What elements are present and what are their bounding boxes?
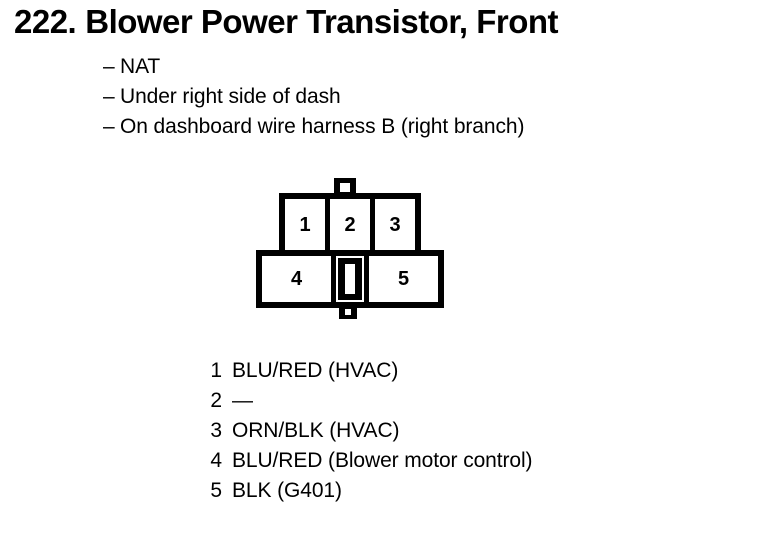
dash-marker: – xyxy=(103,85,115,108)
legend-pin-description: — xyxy=(232,389,253,412)
legend-pin-number: 1 xyxy=(210,359,222,382)
legend-row: 2 — xyxy=(196,386,532,416)
legend-pin-description: BLU/RED (HVAC) xyxy=(232,359,399,382)
connector-diagram: 1 2 3 4 5 xyxy=(250,172,460,322)
legend-row: 1 BLU/RED (HVAC) xyxy=(196,356,532,386)
page-number: 222. xyxy=(14,3,77,40)
connector-bottom-tab-icon xyxy=(339,307,357,319)
legend-pin-description: BLU/RED (Blower motor control) xyxy=(232,449,533,472)
legend-row: 3 ORN/BLK (HVAC) xyxy=(196,416,532,446)
dash-marker: – xyxy=(103,115,115,138)
attribute-list: – NAT – Under right side of dash – On da… xyxy=(103,52,703,142)
page-title: 222.Blower Power Transistor, Front xyxy=(14,2,558,42)
connector-keyway-slot-icon xyxy=(336,256,364,302)
attribute-text: NAT xyxy=(120,55,161,78)
connector-pin-cell-3: 3 xyxy=(375,199,415,251)
legend-pin-description: BLK (G401) xyxy=(232,479,342,502)
legend-pin-number: 2 xyxy=(210,389,222,412)
bottom-tab-hole xyxy=(345,309,351,315)
attribute-row: – NAT xyxy=(103,52,703,82)
legend-pin-number: 4 xyxy=(210,449,222,472)
legend-pin-number: 3 xyxy=(210,419,222,442)
connector-pin-cell-1: 1 xyxy=(285,199,325,251)
connector-pin-cell-2: 2 xyxy=(330,199,370,251)
attribute-row: – On dashboard wire harness B (right bra… xyxy=(103,112,703,142)
attribute-text: Under right side of dash xyxy=(120,85,341,108)
connector-lower-row: 4 5 xyxy=(256,250,444,308)
legend-pin-description: ORN/BLK (HVAC) xyxy=(232,419,400,442)
attribute-text: On dashboard wire harness B (right branc… xyxy=(120,115,525,138)
connector-pin-cell-4: 4 xyxy=(262,256,331,302)
connector-upper-row: 1 2 3 xyxy=(279,193,421,251)
legend-pin-number: 5 xyxy=(210,479,222,502)
dash-marker: – xyxy=(103,55,115,78)
keyway-slot-inner xyxy=(345,264,355,294)
connector-top-tab-icon xyxy=(334,178,356,195)
legend-row: 5 BLK (G401) xyxy=(196,476,532,506)
top-tab-hole xyxy=(340,183,350,192)
attribute-row: – Under right side of dash xyxy=(103,82,703,112)
connector-pin-cell-5: 5 xyxy=(369,256,438,302)
page-title-text: Blower Power Transistor, Front xyxy=(85,3,558,40)
pin-legend: 1 BLU/RED (HVAC) 2 — 3 ORN/BLK (HVAC) 4 … xyxy=(196,356,532,506)
legend-row: 4 BLU/RED (Blower motor control) xyxy=(196,446,532,476)
